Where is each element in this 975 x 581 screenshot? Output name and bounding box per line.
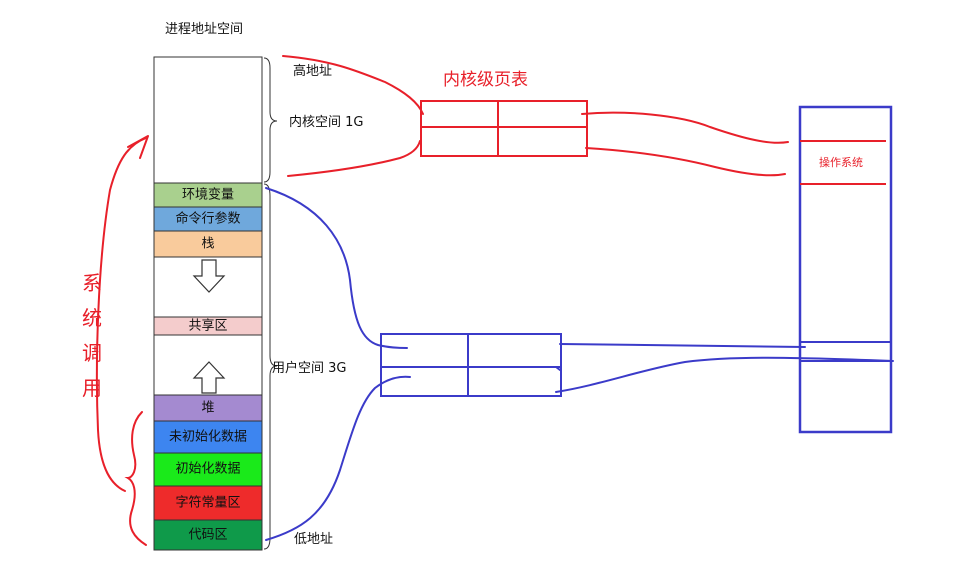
user-page-table — [380, 333, 562, 397]
syscall-char-4: 用 — [82, 376, 102, 400]
syscall-char-2: 统 — [82, 306, 102, 330]
user-space-label: 用户空间 3G — [272, 360, 346, 376]
syscall-char-3: 调 — [82, 341, 102, 365]
kernel-page-table-box — [420, 100, 588, 157]
kernel-curve-bottom-right — [585, 147, 786, 177]
syscall-arrow-curve — [95, 137, 147, 492]
segment-data-label: 初始化数据 — [175, 462, 240, 477]
low-address-label: 低地址 — [294, 532, 333, 547]
stack-grows-down-arrow — [192, 259, 226, 293]
user-curve-bottom-stub — [555, 366, 561, 371]
kernel-page-table: 内核级页表 — [420, 70, 588, 157]
segment-env-vars-label: 环境变量 — [182, 187, 234, 203]
syscall-char-1: 系 — [82, 271, 102, 295]
kernel-curve-top-right — [581, 111, 789, 144]
segment-shared-label: 共享区 — [188, 318, 227, 334]
user-curve-top-right — [559, 343, 806, 348]
user-curve-bottom-left — [265, 375, 411, 541]
physical-memory: 操作系统 — [798, 105, 893, 434]
user-curve-bottom-right — [555, 356, 894, 393]
segment-stack-label: 栈 — [201, 237, 214, 252]
syscall-range-brace — [124, 411, 147, 546]
segment-heap-label: 堆 — [201, 401, 214, 416]
kernel-mapping-curves — [282, 55, 789, 177]
segment-rodata-label: 字符常量区 — [175, 495, 240, 511]
address-space-column: 环境变量 命令行参数 栈 共享区 堆 未初始化数据 初始化数据 字符常量区 代码… — [153, 56, 263, 551]
segment-env-vars — [153, 182, 263, 208]
segment-data — [153, 452, 263, 487]
high-address-label: 高地址 — [293, 63, 332, 79]
segment-bss-label: 未初始化数据 — [169, 430, 247, 445]
syscall-arrow-head — [127, 135, 149, 159]
user-mapping-curves — [265, 187, 894, 541]
kernel-curve-top-left — [282, 55, 424, 115]
kernel-page-table-title: 内核级页表 — [443, 70, 528, 90]
segment-text — [153, 519, 263, 551]
physical-memory-box — [798, 105, 893, 434]
diagram-title: 进程地址空间 — [165, 22, 243, 37]
segment-cmd-args — [153, 206, 263, 232]
syscall-annotation: 系 统 调 用 — [82, 135, 149, 546]
segment-cmd-args-label: 命令行参数 — [175, 211, 240, 227]
user-page-table-box — [380, 333, 562, 397]
segment-kernel-space — [153, 56, 263, 184]
segment-bss — [153, 420, 263, 454]
user-space-brace — [263, 183, 278, 550]
segment-text-label: 代码区 — [188, 528, 227, 543]
kernel-space-brace — [263, 57, 278, 183]
segment-rodata — [153, 485, 263, 521]
user-curve-top-left — [265, 187, 408, 349]
heap-grows-up-arrow — [192, 361, 226, 394]
kernel-space-label: 内核空间 1G — [289, 114, 363, 130]
operating-system-label: 操作系统 — [819, 155, 863, 169]
kernel-curve-bottom-left — [287, 140, 421, 177]
